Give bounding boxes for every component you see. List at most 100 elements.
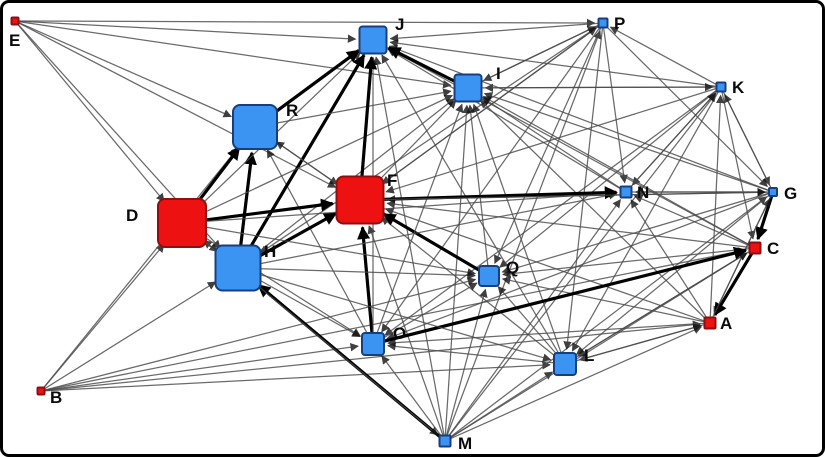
node-H[interactable]	[214, 244, 262, 292]
edge-D-R	[195, 146, 241, 205]
edge-B-A	[45, 320, 702, 392]
edge-F-G	[384, 188, 766, 201]
edge-C-F	[386, 200, 749, 248]
node-O[interactable]	[361, 332, 385, 356]
edge-H-Q	[261, 268, 476, 280]
edge-R-I	[277, 88, 452, 124]
edge-G-Q	[501, 192, 769, 274]
edge-I-J	[387, 46, 456, 83]
edge-H-R	[239, 151, 257, 245]
node-label-Q: Q	[506, 258, 519, 277]
node-label-D: D	[126, 206, 138, 225]
node-A[interactable]	[703, 316, 717, 330]
edge-K-F	[385, 88, 716, 194]
edge-B-C	[45, 247, 747, 391]
edge-M-O	[381, 355, 442, 437]
edge-K-O	[384, 89, 717, 336]
node-J[interactable]	[358, 25, 388, 55]
edge-A-Q	[501, 276, 704, 323]
edge-M-A	[450, 326, 703, 439]
node-F[interactable]	[335, 175, 385, 225]
edge-P-H	[259, 25, 599, 254]
edge-C-J	[387, 47, 750, 246]
edge-D-Q	[206, 226, 477, 277]
edge-B-R	[43, 146, 240, 388]
node-label-O: O	[393, 324, 406, 343]
edge-C-N	[633, 194, 750, 246]
edge-K-C	[721, 92, 756, 240]
node-G[interactable]	[768, 187, 778, 197]
node-E[interactable]	[10, 16, 20, 26]
edge-M-F	[367, 225, 444, 436]
edge-H-J	[248, 53, 366, 249]
node-label-L: L	[584, 346, 594, 365]
edge-P-G	[606, 26, 768, 187]
node-label-R: R	[286, 101, 298, 120]
edge-F-I	[376, 99, 457, 183]
edge-O-R	[266, 149, 368, 334]
edge-L-C	[574, 252, 748, 359]
node-label-C: C	[767, 239, 779, 258]
edge-H-L	[260, 274, 552, 362]
node-B[interactable]	[36, 386, 46, 396]
edge-G-I	[483, 92, 769, 191]
node-R[interactable]	[232, 104, 278, 150]
edge-H-N	[260, 191, 618, 265]
node-label-P: P	[614, 14, 625, 33]
edge-H-F	[257, 212, 338, 258]
edge-E-R	[18, 22, 232, 118]
edge-I-P	[480, 26, 597, 83]
edge-E-F	[18, 22, 337, 188]
edge-B-D	[43, 243, 165, 389]
edge-O-I	[376, 103, 464, 333]
node-K[interactable]	[715, 81, 727, 93]
edge-O-C	[384, 246, 748, 343]
edge-B-Q	[45, 277, 477, 391]
edge-F-J	[360, 56, 378, 176]
edges-layer	[17, 18, 774, 439]
edge-P-L	[563, 28, 604, 350]
edge-P-O	[381, 27, 601, 333]
node-label-J: J	[395, 15, 404, 34]
edge-H-O	[258, 278, 361, 338]
edge-D-J	[199, 51, 362, 207]
edge-B-H	[44, 281, 217, 390]
edge-K-P	[609, 26, 717, 85]
edge-D-I	[204, 94, 453, 213]
edge-G-J	[388, 44, 769, 191]
edge-D-N	[206, 188, 618, 222]
node-label-N: N	[637, 183, 649, 202]
node-L[interactable]	[553, 352, 577, 376]
node-I[interactable]	[453, 73, 483, 103]
edge-F-R	[275, 141, 341, 187]
node-label-K: K	[732, 78, 745, 97]
edge-A-I	[479, 99, 706, 319]
edge-K-J	[389, 39, 716, 87]
node-D[interactable]	[157, 198, 207, 248]
edge-O-F	[357, 226, 374, 333]
edge-R-J	[272, 49, 360, 115]
edge-C-Q	[502, 248, 749, 278]
edge-N-J	[387, 48, 621, 190]
node-N[interactable]	[619, 185, 633, 199]
edge-M-N	[448, 199, 621, 437]
node-C[interactable]	[748, 241, 762, 255]
edge-F-P	[379, 27, 597, 187]
edge-A-K	[709, 94, 725, 317]
edge-P-N	[603, 28, 628, 184]
node-label-G: G	[784, 184, 797, 203]
node-P[interactable]	[597, 17, 609, 29]
edge-Q-F	[382, 212, 481, 272]
edge-C-A	[713, 252, 754, 317]
node-label-E: E	[9, 31, 20, 50]
node-label-M: M	[458, 434, 472, 453]
node-Q[interactable]	[478, 265, 500, 287]
edge-N-I	[481, 97, 621, 189]
edge-N-K	[629, 92, 716, 188]
edge-M-Q	[446, 288, 488, 435]
nodes-layer	[10, 16, 778, 448]
node-M[interactable]	[438, 434, 452, 448]
edge-E-P	[19, 18, 596, 28]
